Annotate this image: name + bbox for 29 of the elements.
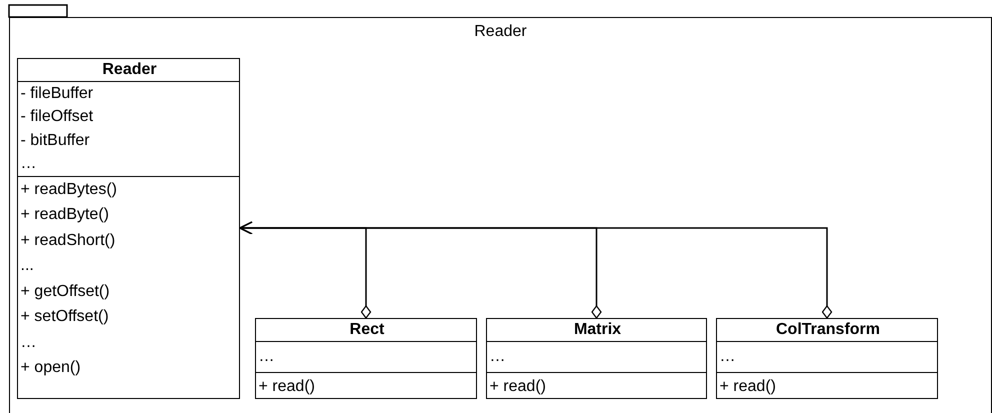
- method-text: + open(): [20, 358, 82, 378]
- method-text: + read(): [258, 376, 316, 396]
- class-name: Matrix: [572, 320, 622, 340]
- class-name: Reader: [101, 60, 158, 80]
- class-box: [486, 318, 706, 398]
- method-text: + readByte(): [20, 205, 110, 225]
- method-text: ...: [20, 256, 35, 276]
- attribute-text: …: [258, 346, 276, 366]
- method-text: + read(): [718, 376, 777, 396]
- class-box: [716, 318, 938, 398]
- class-box: [16, 58, 240, 398]
- package-frame: [9, 17, 992, 413]
- attribute-text: …: [20, 154, 38, 174]
- aggregation-arrow: [239, 221, 832, 319]
- method-text: + setOffset(): [20, 307, 110, 327]
- method-text: …: [20, 332, 38, 352]
- attribute-text: …: [488, 346, 506, 366]
- attribute-text: - fileBuffer: [20, 84, 94, 104]
- attribute-text: …: [718, 346, 736, 366]
- class-name: ColTransform: [774, 320, 881, 340]
- class-name: Rect: [348, 320, 386, 340]
- class-box: [254, 318, 476, 398]
- attribute-text: - fileOffset: [20, 107, 94, 127]
- method-text: + readBytes(): [20, 180, 118, 200]
- method-text: + getOffset(): [20, 282, 111, 302]
- attribute-text: - bitBuffer: [20, 130, 91, 150]
- package-name: Reader: [473, 23, 528, 41]
- method-text: + readShort(): [20, 230, 116, 250]
- method-text: + read(): [488, 376, 547, 396]
